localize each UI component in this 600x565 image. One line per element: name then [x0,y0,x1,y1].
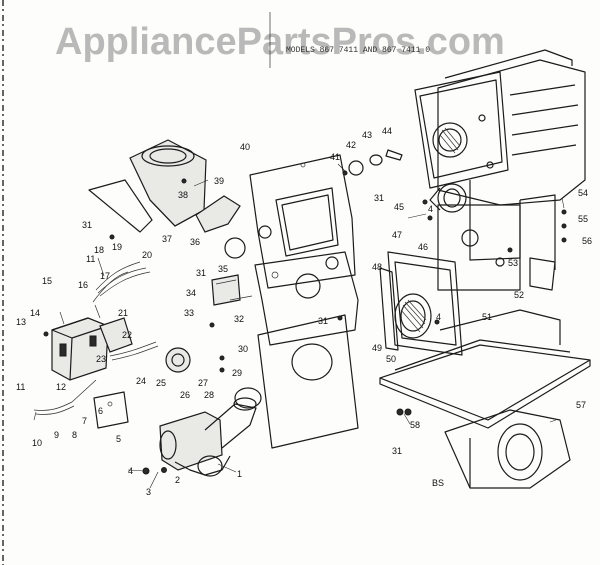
callout-46: 46 [418,242,428,252]
callout-53: 53 [508,258,518,268]
callout-31: 31 [374,193,384,203]
callout-21: 21 [118,308,128,318]
callout-31: 31 [196,268,206,278]
callout-44: 44 [382,126,392,136]
callout-47: 47 [392,230,402,240]
callout-41: 41 [330,152,340,162]
callout-33: 33 [184,308,194,318]
watermark: AppliancePartsPros.com [55,21,505,63]
part-wire-harness [92,261,151,319]
callout-55: 55 [578,214,588,224]
callout-4: 4 [428,204,433,214]
part-wire-leads [33,341,159,415]
callout-29: 29 [232,368,242,378]
callout-15: 15 [42,276,52,286]
callout-30: 30 [238,344,248,354]
part-junction-box [51,317,109,381]
callout-48: 48 [372,262,382,272]
callout-11: 11 [86,254,95,264]
part-blower-housing [444,409,571,489]
part-base-tray [379,309,591,429]
part-blower-wheel [394,293,432,339]
callout-7: 7 [82,416,87,426]
part-burner-gasket [234,387,262,409]
callout-38: 38 [178,190,188,200]
callout-34: 34 [186,288,196,298]
callout-36: 36 [190,237,200,247]
part-bracket [195,195,241,233]
callout-32: 32 [234,314,244,324]
callout-45: 45 [394,202,404,212]
callout-11: 11 [16,382,25,392]
part-cover-plate [93,391,129,429]
part-flue-collar [429,183,467,213]
callout-24: 24 [136,376,146,386]
callout-31: 31 [392,446,402,456]
callout-4: 4 [436,312,441,322]
callout-5: 5 [116,434,121,444]
callout-54: 54 [578,188,588,198]
callout-18: 18 [94,245,104,255]
callout-43: 43 [362,130,372,140]
callout-39: 39 [214,176,224,186]
callout-51: 51 [482,312,492,322]
callout-58: 58 [410,420,420,430]
part-inner-panel [254,251,359,346]
callout-19: 19 [112,242,122,252]
callout-9: 9 [54,430,59,440]
part-rear-panel [437,204,521,291]
callout-12: 12 [56,382,66,392]
callout-28: 28 [204,390,214,400]
footnote-label: BS [432,478,444,488]
callout-labels: 1 2 3 4 4 4 5 6 7 8 9 10 11 11 12 13 14 … [16,126,592,497]
callout-31: 31 [82,220,92,230]
callout-27: 27 [198,378,208,388]
part-burner [159,397,257,477]
callout-35: 35 [218,264,228,274]
part-rail [529,257,556,291]
callout-22: 22 [122,330,132,340]
callout-17: 17 [100,271,110,281]
callout-3: 3 [146,487,151,497]
callout-50: 50 [386,354,396,364]
part-duct-hood [88,139,207,233]
callout-40: 40 [240,142,250,152]
callout-42: 42 [346,140,356,150]
callout-52: 52 [514,290,524,300]
part-front-panel [249,154,356,289]
callout-4: 4 [128,466,133,476]
callout-37: 37 [162,234,172,244]
callout-56: 56 [582,236,592,246]
callout-25: 25 [156,378,166,388]
callout-20: 20 [142,250,152,260]
leader-lines [33,163,565,489]
part-control-box [211,274,241,306]
callout-2: 2 [175,475,180,485]
callout-6: 6 [98,406,103,416]
callout-16: 16 [78,280,88,290]
callout-49: 49 [372,343,382,353]
callout-8: 8 [72,430,77,440]
callout-23: 23 [96,354,106,364]
part-blower-panel [379,251,463,356]
callout-13: 13 [16,317,26,327]
callout-26: 26 [180,390,190,400]
part-lower-panel [257,314,359,449]
callout-14: 14 [30,308,40,318]
part-heat-exchanger [414,49,586,270]
callout-57: 57 [576,400,586,410]
callout-31: 31 [318,316,328,326]
part-gasket-ring [224,237,246,259]
part-transformer [165,347,191,373]
callout-10: 10 [32,438,42,448]
callout-1: 1 [237,469,242,479]
header-fragment: MODELS 867 7411 AND 867 7411 0 [286,46,430,55]
part-relay [99,317,133,353]
